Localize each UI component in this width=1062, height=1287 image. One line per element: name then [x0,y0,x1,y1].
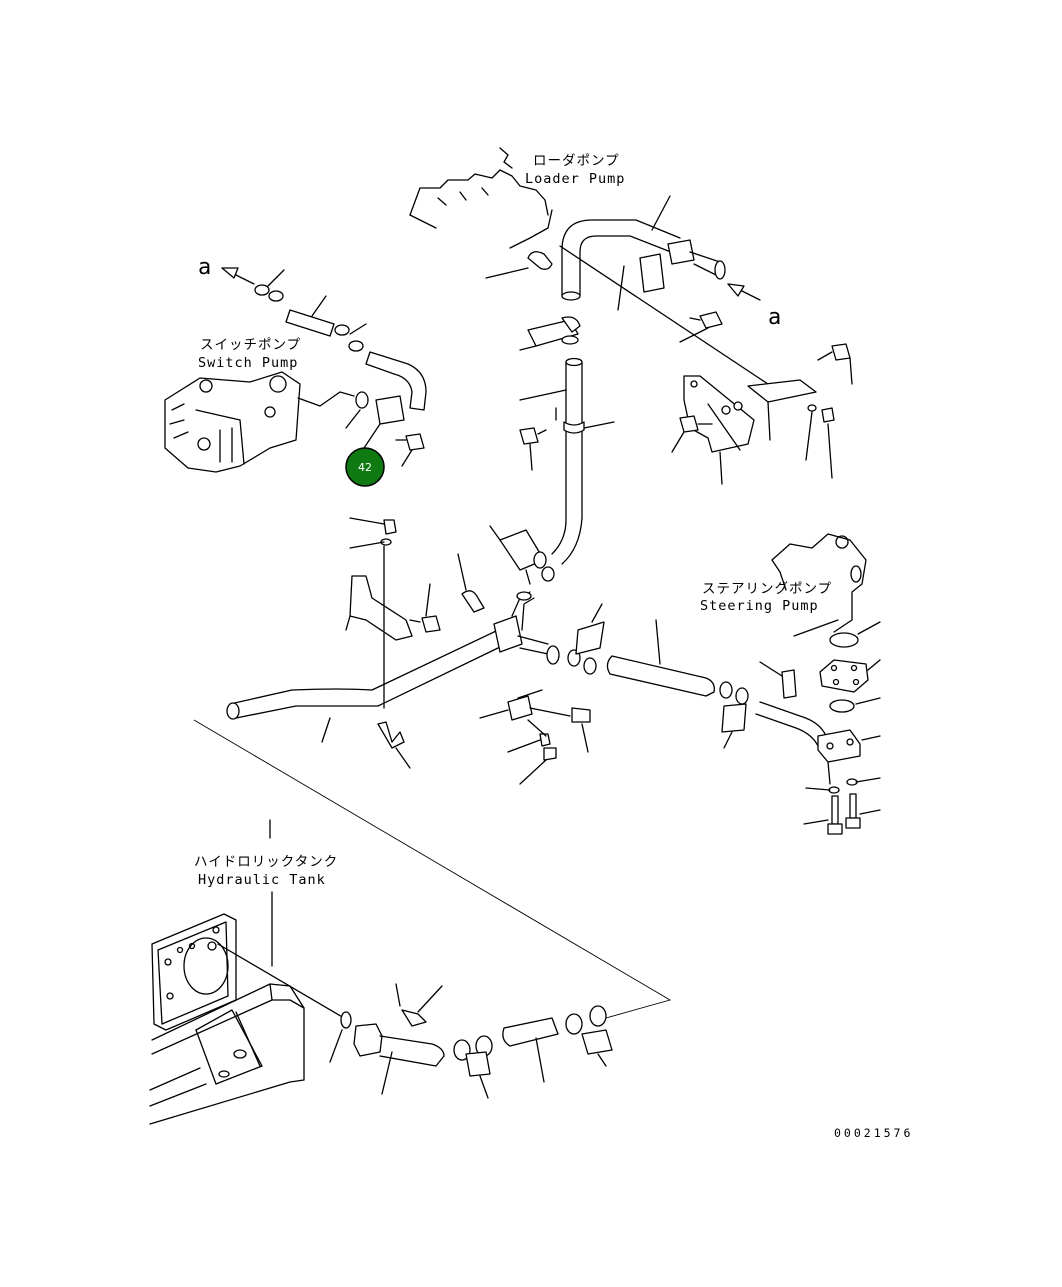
vertical-pipe [519,357,615,565]
bracket-bolt-left [671,415,713,453]
callout-circle[interactable] [345,447,385,487]
arrow-ref-label-right: a [768,305,781,330]
steering-bolt-upper [759,661,797,699]
loader-pump-label-jp: ローダポンプ [533,153,620,169]
pipe-mid-bolt [519,427,547,471]
switch-bolt [395,433,425,467]
center-elbow [457,553,485,613]
bracket-washer-nut [805,404,835,479]
loader-pump [409,147,553,249]
steering-clamps [567,603,605,675]
hydraulic-tank-label-en: Hydraulic Tank [198,872,326,888]
hydraulic-tank-label-jp: ハイドロリックタンク [194,854,338,870]
switch-short-hose [285,295,335,337]
steering-pump [771,533,867,637]
hydraulic-tank [149,891,345,1125]
arrow-a-left-head [221,267,239,279]
steering-pump-label-en: Steering Pump [700,598,819,614]
document-number: 00021576 [834,1126,913,1140]
arrow-a-right-head [727,283,745,297]
switch-pump-label-jp: スイッチポンプ [200,337,301,353]
callout-number[interactable]: 42 [358,461,372,474]
tank-fittings [329,983,613,1099]
steering-flange-parts [819,621,881,713]
arrow-ref-label-left: a [198,255,211,280]
steering-pump-label-jp: ステアリングポンプ [702,581,832,597]
bracket-bolt-top [817,343,853,385]
callout-leader [363,423,381,449]
switch-clamp-1 [254,269,285,302]
center-clamp-fittings [479,689,591,785]
pipe-support-bracket [345,517,441,709]
pipe-bottom-fitting [377,721,411,769]
steering-clamps-2 [719,681,749,749]
loader-u-pipe [561,195,726,301]
pipe-clamp-top [519,316,581,351]
steering-long-bolts [803,793,881,835]
loader-elbow-fitting [485,251,625,311]
switch-clamp-2 [334,323,367,352]
steering-hose [606,619,715,697]
loader-tie-rod [559,245,781,393]
assembly-guide-line [193,719,672,1019]
main-suction-pipe [226,591,560,743]
switch-bent-pipe [365,351,427,425]
pipe-clamp-lower [489,525,555,585]
loader-pump-label-en: Loader Pump [525,171,625,187]
switch-pump [164,371,369,473]
steering-pipe-flange [755,701,881,794]
switch-pump-label-en: Switch Pump [198,355,298,371]
bracket-assembly [683,375,817,485]
loader-bolt [679,311,723,343]
